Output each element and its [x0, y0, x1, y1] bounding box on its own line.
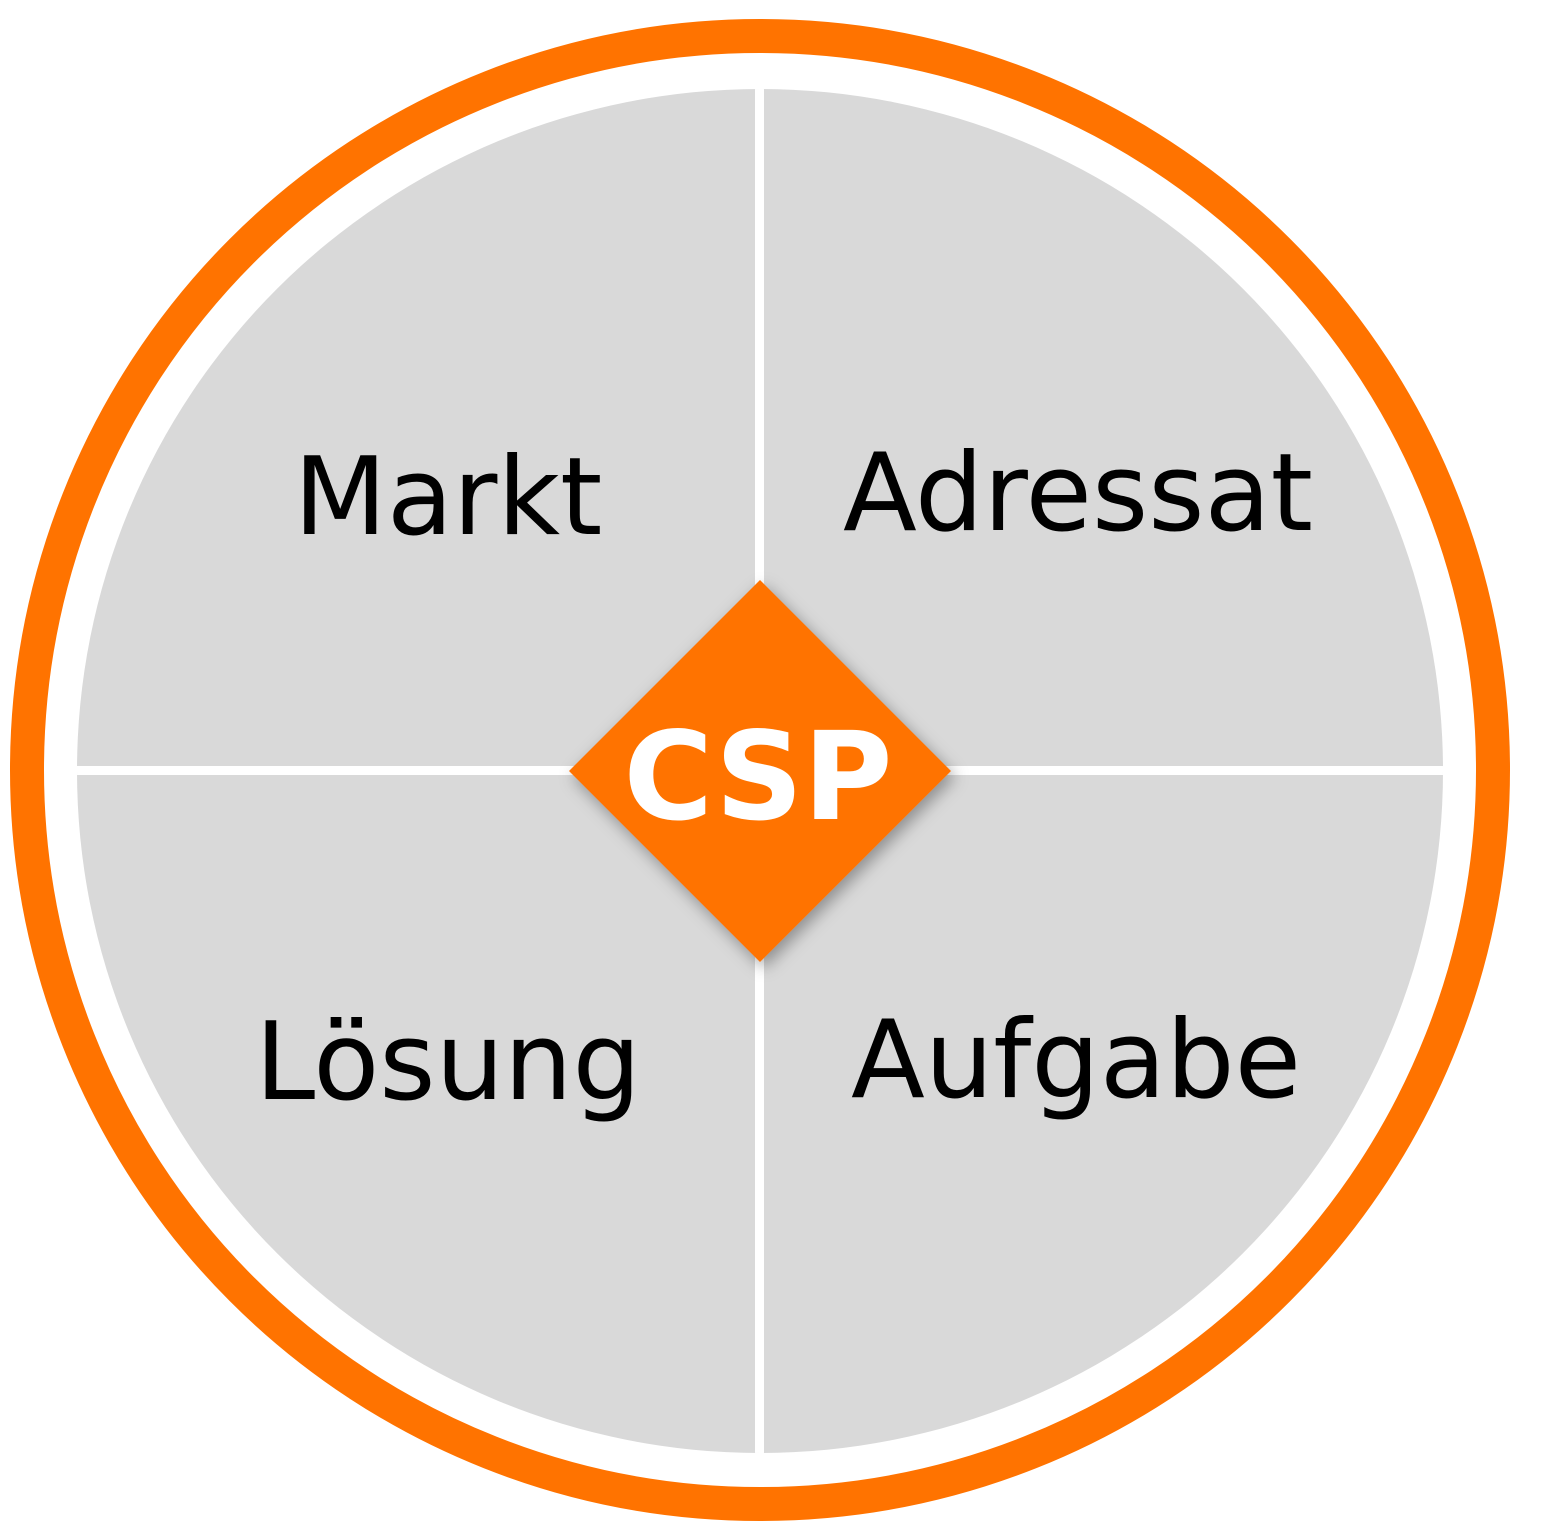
- center-diamond: [569, 580, 951, 962]
- quadrant-top-right: [760, 89, 1443, 771]
- label-adressat: Adressat: [843, 431, 1313, 556]
- quadrant-bottom-right: [760, 771, 1443, 1453]
- label-aufgabe: Aufgabe: [851, 998, 1301, 1123]
- quadrant-top-left: [77, 89, 760, 771]
- center-label-csp: CSP: [623, 706, 892, 848]
- label-loesung: Lösung: [255, 1000, 641, 1125]
- quadrant-bottom-left: [77, 771, 760, 1453]
- label-markt: Markt: [294, 435, 603, 560]
- outer-ring: [10, 19, 1510, 1521]
